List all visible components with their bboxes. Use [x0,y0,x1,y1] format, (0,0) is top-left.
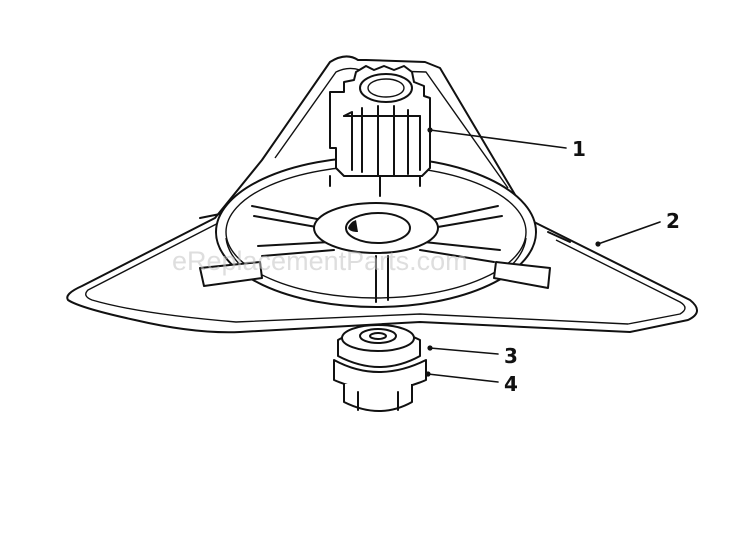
callout-4: 4 [504,372,518,396]
washer-part-3 [337,324,421,368]
nut-part-4 [333,359,427,412]
drive-adapter-part-1 [329,65,431,197]
watermark-text: eReplacementParts.com [172,246,468,276]
callout-2: 2 [666,209,680,233]
leader-lines [425,127,661,383]
callout-1: 1 [572,137,586,161]
callout-3: 3 [504,344,518,368]
blade-hub-ring [199,156,551,308]
